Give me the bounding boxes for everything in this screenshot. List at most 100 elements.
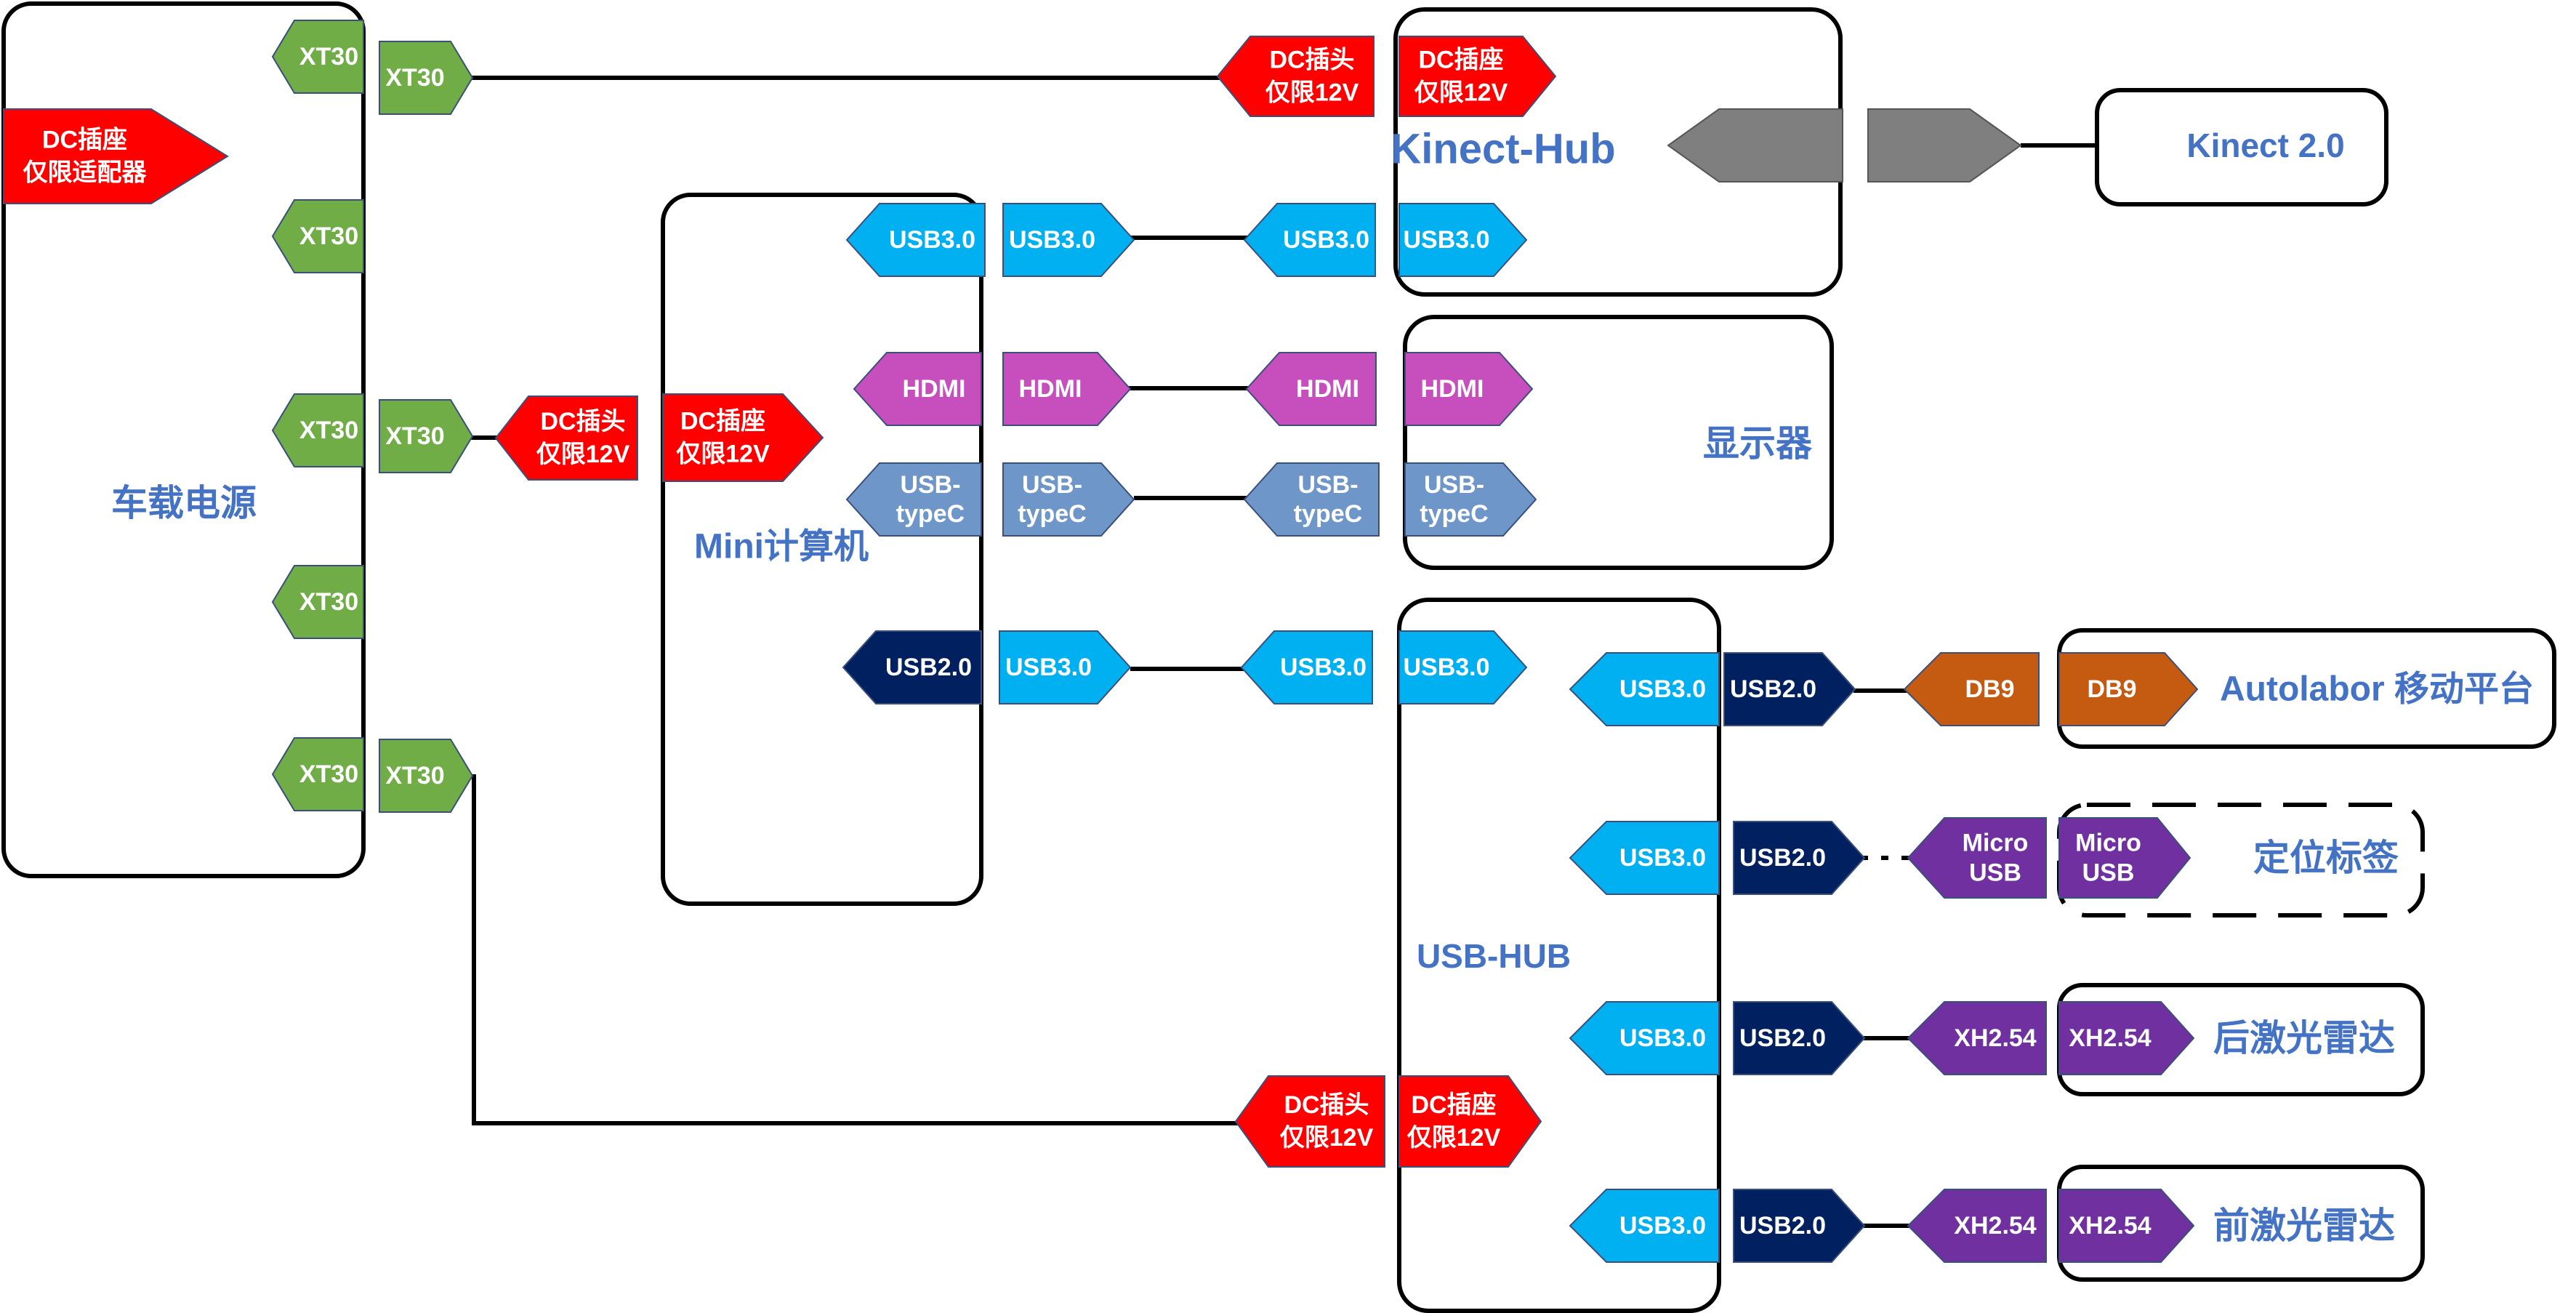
mini-usb2-port-shape	[842, 630, 982, 704]
dc-socket-mini-label: DC插座	[680, 408, 765, 435]
cable-hdmi-a-end: HDMI	[1245, 352, 1377, 426]
cable-xh254-front: XH2.54	[1907, 1189, 2047, 1263]
cable-typec-a-label: typeC	[1018, 500, 1086, 528]
display-hdmi-port: HDMI	[1404, 352, 1534, 426]
cable-usb2-db9-label: USB2.0	[1730, 675, 1816, 703]
cable-usb3-a-end: USB3.0	[1243, 203, 1376, 277]
dc-socket-kinect-label: 仅限12V	[1414, 79, 1508, 107]
kinect-box	[2095, 88, 2388, 206]
cable-usb3-b-end-shape	[1240, 630, 1373, 704]
xt30-plug-kinect: XT30	[379, 41, 474, 115]
locator-micro-usb-port-label: Micro	[2075, 829, 2141, 856]
cable-db9-plug-label: DB9	[1965, 675, 2014, 703]
mini-usb2-port: USB2.0	[842, 630, 982, 704]
mini-usb3-port-shape	[845, 203, 986, 277]
dc-socket-mini-shape	[662, 393, 824, 482]
kinect-hub-usb3-port-shape	[1398, 203, 1528, 277]
xt30-plug-hub-label: XT30	[385, 762, 444, 790]
power-xt30-4-shape	[271, 565, 364, 639]
rear-lidar-label: 后激光雷达	[2213, 1018, 2395, 1059]
power-xt30-5-shape	[271, 737, 364, 811]
dc-plug-kinect-shape	[1216, 36, 1374, 117]
cable-hdmi-a-label: HDMI	[1019, 375, 1082, 403]
cable-usb3-a-shape	[1002, 203, 1135, 277]
cable-usb3-b-label: USB3.0	[1005, 654, 1092, 681]
usb-hub-out-port-4-label: USB3.0	[1619, 1212, 1706, 1240]
power-xt30-5: XT30	[271, 737, 364, 811]
display-label: 显示器	[1703, 423, 1813, 464]
front-lidar-xh254-port-shape	[2058, 1189, 2195, 1263]
power-dc-adapter-socket-shape	[3, 108, 229, 204]
xt30-plug-kinect-shape	[379, 41, 474, 115]
xt30-plug-hub-shape	[379, 739, 474, 813]
display-typec-port-label: typeC	[1420, 500, 1488, 528]
power-xt30-2-label: XT30	[299, 222, 358, 250]
kinect-hub-usb3-port: USB3.0	[1398, 203, 1528, 277]
autolabor-db9-port-label: DB9	[2087, 675, 2136, 703]
cable-typec-a-end-label: typeC	[1294, 500, 1362, 528]
cable-usb2-rear-label: USB2.0	[1739, 1024, 1826, 1052]
locator-box	[2057, 803, 2425, 918]
cable-xh254-rear-shape	[1907, 1001, 2047, 1075]
dc-socket-hub-label: 仅限12V	[1407, 1124, 1501, 1152]
cable-usb3-b-shape	[999, 630, 1132, 704]
display-typec-port-shape	[1404, 462, 1537, 537]
power-xt30-2: XT30	[271, 199, 364, 273]
power-dc-adapter-socket-label: 仅限适配器	[23, 159, 148, 187]
power-xt30-4-label: XT30	[299, 588, 358, 616]
cable-xh254-rear-label: XH2.54	[1954, 1024, 2036, 1052]
usb-hub-out-port-3: USB3.0	[1569, 1001, 1720, 1075]
locator-label: 定位标签	[2253, 838, 2399, 878]
usb-hub-out-port-3-shape	[1569, 1001, 1720, 1075]
rear-lidar-xh254-port-shape	[2058, 1001, 2195, 1075]
usb-hub-out-port-4: USB3.0	[1569, 1189, 1720, 1263]
dc-plug-kinect-label: 仅限12V	[1265, 79, 1359, 107]
dc-plug-mini-label: DC插头	[540, 408, 625, 435]
cable-typec-a-end: USB-typeC	[1243, 462, 1380, 537]
cable-db9-plug-shape	[1903, 652, 2040, 726]
power-dc-adapter-socket-label: DC插座	[42, 127, 127, 154]
power-xt30-1: XT30	[271, 20, 364, 94]
kinect-hub-label: Kinect-Hub	[1390, 126, 1615, 173]
cable-usb2-micro: USB2.0	[1733, 821, 1866, 895]
cable-usb3-b-end: USB3.0	[1240, 630, 1373, 704]
mini-typec-port-shape	[845, 462, 982, 537]
dc-socket-hub-shape	[1398, 1075, 1542, 1168]
cable-typec-a-end-label: USB-	[1297, 471, 1358, 499]
display-hdmi-port-shape	[1404, 352, 1534, 426]
usb-hub-out-port-2-shape	[1569, 821, 1720, 895]
cable-db9-plug: DB9	[1903, 652, 2040, 726]
cable-usb3-b: USB3.0	[999, 630, 1132, 704]
cable-hdmi-a-shape	[1002, 352, 1132, 426]
mini-hdmi-port-shape	[853, 352, 982, 426]
cable-typec-a: USB-typeC	[1002, 462, 1135, 537]
display-hdmi-port-label: HDMI	[1421, 375, 1484, 403]
xt30-plug-hub: XT30	[379, 739, 474, 813]
mini-pc-box	[661, 193, 983, 906]
cable-usb2-micro-shape	[1733, 821, 1866, 895]
cable-xh254-rear: XH2.54	[1907, 1001, 2047, 1075]
autolabor-db9-port-shape	[2058, 652, 2199, 726]
usb-hub-out-port-3-label: USB3.0	[1619, 1024, 1706, 1052]
usb-hub-out-port-4-shape	[1569, 1189, 1720, 1263]
kinect-hub-cable-port-shape	[1667, 108, 1843, 182]
cable-usb2-db9: USB2.0	[1723, 652, 1856, 726]
mini-hdmi-port: HDMI	[853, 352, 982, 426]
cable-typec-a-shape	[1002, 462, 1135, 537]
power-xt30-1-label: XT30	[299, 43, 358, 71]
usb-hub-out-port-2-label: USB3.0	[1619, 844, 1706, 872]
mini-usb3-port-label: USB3.0	[889, 226, 975, 254]
cable-usb3-a: USB3.0	[1002, 203, 1135, 277]
wire-xt30-dc-hub	[469, 774, 1244, 1125]
power-label: 车载电源	[111, 483, 257, 523]
cable-usb2-front: USB2.0	[1733, 1189, 1866, 1263]
mini-usb3-port: USB3.0	[845, 203, 986, 277]
mini-typec-port: USB-typeC	[845, 462, 982, 537]
mini-hdmi-port-label: HDMI	[903, 375, 966, 403]
cable-usb3-b-end-label: USB3.0	[1280, 654, 1367, 681]
power-xt30-1-shape	[271, 20, 364, 94]
